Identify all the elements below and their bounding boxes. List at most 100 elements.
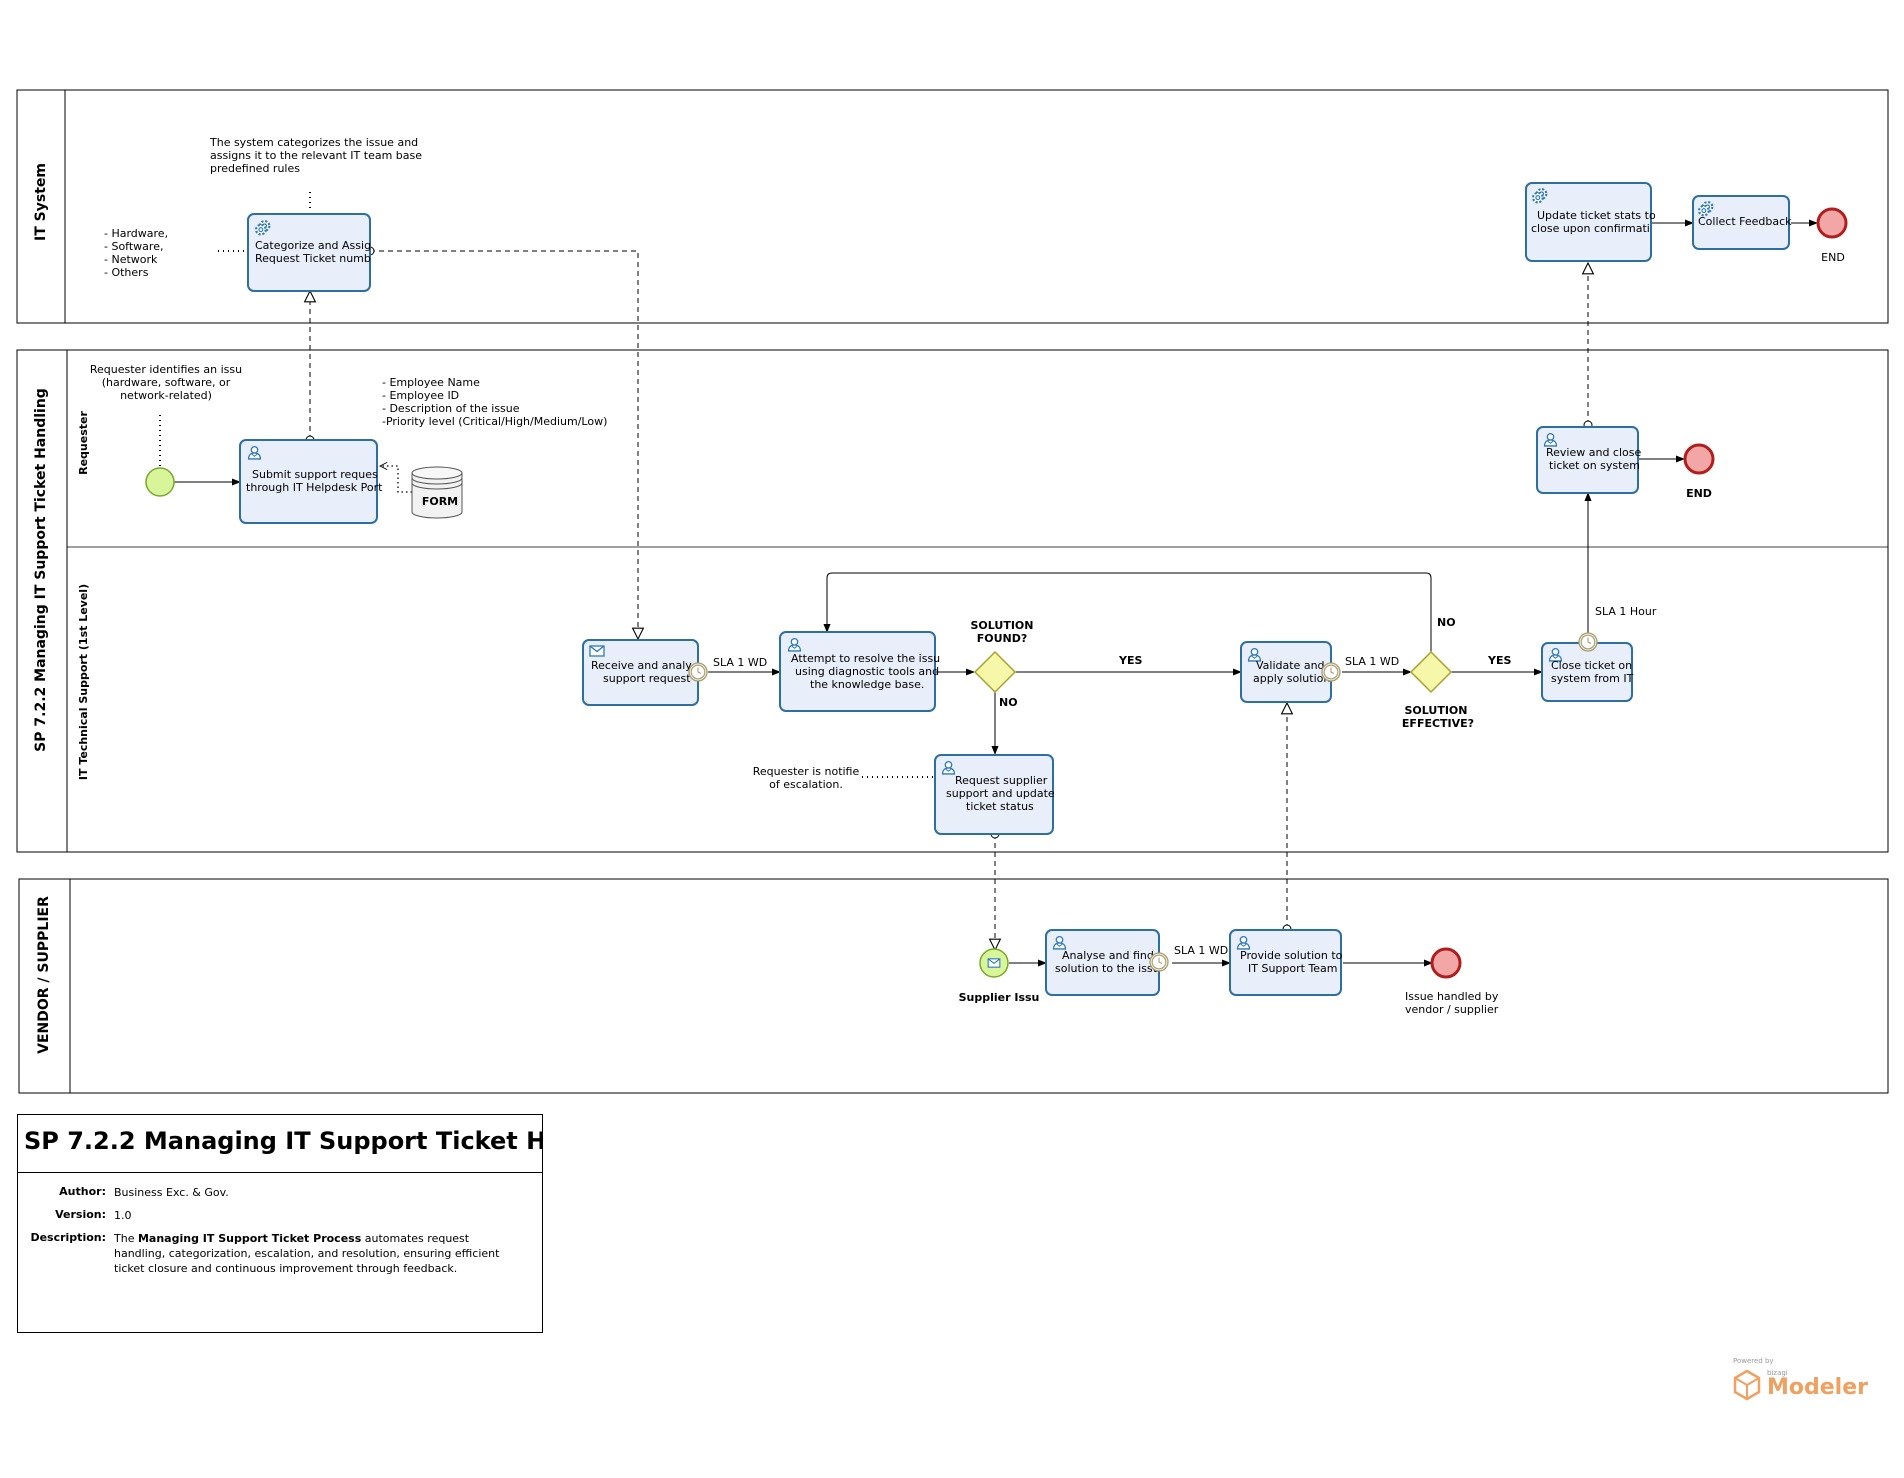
end-event-requester[interactable]: END xyxy=(1683,443,1715,500)
process-info-panel: SP 7.2.2 Managing IT Support Ticket Han … xyxy=(17,1114,543,1333)
annotation-line: (hardware, software, or xyxy=(102,376,231,389)
pool-it-system: IT System xyxy=(16,89,1889,324)
annotation-line: network-related) xyxy=(120,389,212,402)
end-event-it-system[interactable]: END xyxy=(1816,207,1848,264)
task-label: ticket on system xyxy=(1549,459,1640,472)
task-label: Receive and analy xyxy=(591,659,692,672)
brand-small-text: bizagi xyxy=(1767,1369,1788,1377)
pool-it-system-label: IT System xyxy=(33,163,49,241)
task-attempt-resolve[interactable]: Attempt to resolve the issu using diagno… xyxy=(779,631,940,712)
annotation-system-categorizes: The system categorizes the issue and ass… xyxy=(209,136,422,212)
task-label: solution to the issu xyxy=(1055,962,1160,975)
envelope-icon xyxy=(987,958,1001,968)
task-review-close[interactable]: Review and close ticket on system xyxy=(1536,426,1641,494)
message-flow-categorize-to-receive xyxy=(370,250,638,639)
task-update-ticket[interactable]: Update ticket stats to close upon confir… xyxy=(1525,182,1656,262)
gateway-label: EFFECTIVE? xyxy=(1402,717,1474,730)
end-event-issue-handled[interactable]: Issue handled by vendor / supplier xyxy=(1405,947,1499,1016)
description-row: Description: The Managing IT Support Tic… xyxy=(18,1231,542,1276)
gateway-solution-found[interactable]: SOLUTION FOUND? xyxy=(971,619,1034,694)
start-event-requester[interactable] xyxy=(145,467,175,497)
task-label: Request supplier xyxy=(955,774,1048,787)
event-label: END xyxy=(1821,251,1845,264)
message-flows xyxy=(310,250,1588,950)
description-label: Description: xyxy=(30,1231,106,1244)
pool-vendor-label: VENDOR / SUPPLIER xyxy=(36,896,52,1054)
data-store-label: FORM xyxy=(422,495,458,508)
task-label: support and update xyxy=(946,787,1055,800)
description-rest: automates request handling, categorizati… xyxy=(114,1232,500,1275)
brand-text: Modeler xyxy=(1767,1375,1868,1400)
task-label: Close ticket on xyxy=(1551,659,1632,672)
annotation-line: - Network xyxy=(104,253,158,266)
watermark: Powered by bizagi Modeler xyxy=(1733,1357,1868,1401)
task-receive-analyze[interactable]: Receive and analy support request xyxy=(582,639,699,706)
task-label: Provide solution to xyxy=(1240,949,1343,962)
gateway-label: FOUND? xyxy=(977,632,1028,645)
process-title: SP 7.2.2 Managing IT Support Ticket Han xyxy=(18,1115,542,1173)
description-value: The Managing IT Support Ticket Process a… xyxy=(114,1231,514,1276)
task-request-supplier[interactable]: Request supplier support and update tick… xyxy=(934,754,1055,835)
task-label: IT Support Team xyxy=(1248,962,1338,975)
author-value: Business Exc. & Gov. xyxy=(114,1186,229,1199)
task-validate-apply[interactable]: Validate and apply solution xyxy=(1240,641,1332,703)
lane-requester-label: Requester xyxy=(77,411,90,475)
annotation-line: - Hardware, xyxy=(104,227,168,240)
task-label: Validate and xyxy=(1256,659,1325,672)
author-row: Author: Business Exc. & Gov. xyxy=(18,1185,542,1200)
task-collect-feedback[interactable]: Collect Feedback xyxy=(1692,195,1792,250)
timer-icon xyxy=(1578,632,1598,652)
timer-icon xyxy=(1321,662,1341,682)
gateway-label: SOLUTION xyxy=(1405,704,1468,717)
timer-icon xyxy=(688,662,708,682)
lane-it-support-label: IT Technical Support (1st Level) xyxy=(77,584,90,780)
yes-label: YES xyxy=(1118,654,1142,667)
annotation-line: of escalation. xyxy=(769,778,843,791)
start-event-supplier-issue[interactable]: Supplier Issu xyxy=(959,948,1040,1004)
event-label: vendor / supplier xyxy=(1405,1003,1499,1016)
annotation-form-fields: - Employee Name - Employee ID - Descript… xyxy=(382,376,607,428)
annotation-line: - Others xyxy=(104,266,149,279)
no-label: NO xyxy=(999,696,1018,709)
annotation-line: - Employee Name xyxy=(382,376,480,389)
form-data-store[interactable]: FORM xyxy=(411,466,463,519)
task-label: Submit support reques xyxy=(252,468,378,481)
pool-main: SP 7.2.2 Managing IT Support Ticket Hand… xyxy=(16,349,1889,853)
event-label: Issue handled by xyxy=(1405,990,1499,1003)
description-bold: Managing IT Support Ticket Process xyxy=(137,1232,362,1245)
task-provide-solution[interactable]: Provide solution to IT Support Team xyxy=(1229,929,1343,996)
gateway-label: SOLUTION xyxy=(971,619,1034,632)
no-label: NO xyxy=(1437,616,1456,629)
annotation-requester-notified: Requester is notifie of escalation. xyxy=(753,765,933,791)
task-label: apply solution xyxy=(1253,672,1330,685)
annotation-line: The system categorizes the issue and xyxy=(209,136,418,149)
task-label: ticket status xyxy=(966,800,1034,813)
annotation-line: assigns it to the relevant IT team base xyxy=(210,149,422,162)
sla-label: SLA 1 Hour xyxy=(1595,605,1657,618)
task-label: Analyse and find xyxy=(1062,949,1154,962)
sla-label: SLA 1 WD xyxy=(1345,655,1399,668)
task-submit-request[interactable]: Submit support reques through IT Helpdes… xyxy=(239,439,383,524)
annotation-line: - Employee ID xyxy=(382,389,459,402)
annotation-line: - Description of the issue xyxy=(382,402,520,415)
annotation-line: -Priority level (Critical/High/Medium/Lo… xyxy=(382,415,607,428)
pool-vendor: VENDOR / SUPPLIER xyxy=(18,878,1889,1094)
timer-icon xyxy=(1149,952,1169,972)
version-value: 1.0 xyxy=(114,1209,132,1222)
task-label: using diagnostic tools and xyxy=(795,665,939,678)
annotation-requester-identifies: Requester identifies an issu (hardware, … xyxy=(90,363,242,466)
gateway-solution-effective[interactable]: SOLUTION EFFECTIVE? xyxy=(1402,650,1474,730)
task-categorize[interactable]: Categorize and Assig Request Ticket numb xyxy=(247,213,371,292)
flow-gateway2-no xyxy=(823,572,1432,652)
task-close-ticket[interactable]: Close ticket on system from IT xyxy=(1541,642,1634,702)
yes-label: YES xyxy=(1487,654,1511,667)
task-label: system from IT xyxy=(1551,672,1634,685)
version-label: Version: xyxy=(55,1208,106,1221)
task-label: support request xyxy=(603,672,691,685)
task-label: Update ticket stats to xyxy=(1537,209,1656,222)
event-label: END xyxy=(1686,487,1712,500)
annotation-line: Requester is notifie xyxy=(753,765,860,778)
task-analyse-find[interactable]: Analyse and find solution to the issu xyxy=(1045,929,1160,996)
task-label: through IT Helpdesk Port xyxy=(246,481,383,494)
